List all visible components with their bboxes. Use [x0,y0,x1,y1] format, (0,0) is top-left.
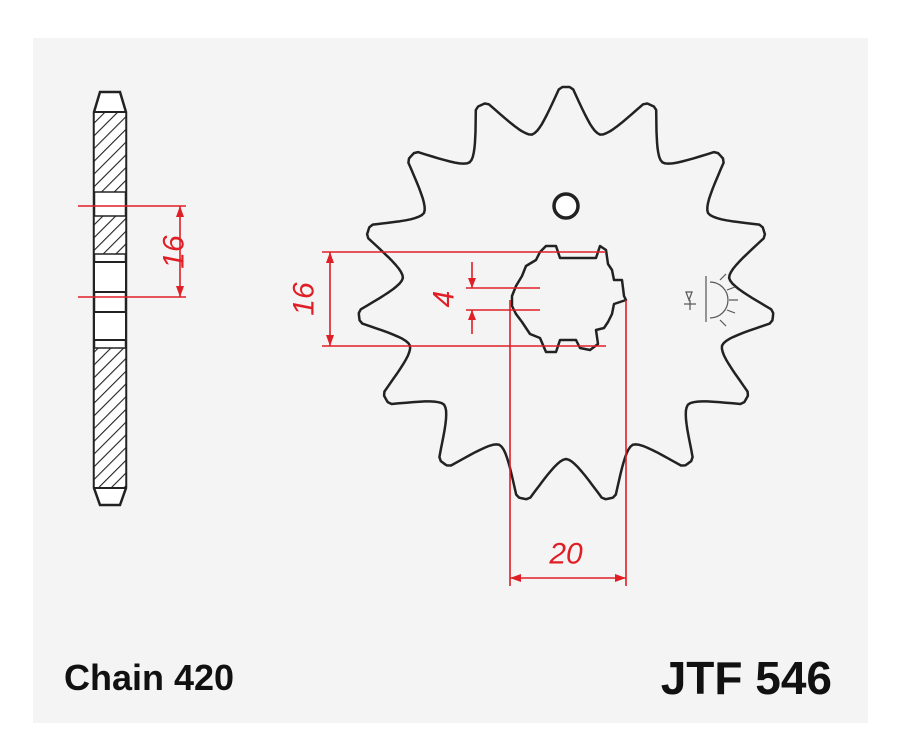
spline-width-dimension: 4 [428,262,540,334]
sprocket-outline [357,85,775,501]
side-view-hub-upper [93,261,127,293]
sprocket-front-view [357,85,775,501]
rotation-symbol-icon [684,273,738,327]
part-number: JTF 546 [661,652,832,704]
side-view [92,90,128,507]
chain-label: Chain 420 [64,657,234,698]
splined-bore [510,244,628,354]
side-view-hatch-bottom [93,347,127,489]
side-view-hatch-top [93,111,127,193]
side-view-hub-lower [93,311,127,341]
hub-height-label: 16 [288,282,321,316]
side-width-dimension: 16 [78,205,191,298]
diagram-panel [33,38,868,723]
bore-diameter-dimension: 20 [509,300,627,586]
hub-height-dimension: 16 [288,251,606,347]
bore-diameter-label: 20 [548,538,583,571]
mounting-hole [552,192,580,220]
side-width-label: 16 [158,235,191,269]
side-view-hatch-mid [93,215,127,255]
spline-width-label: 4 [428,291,461,308]
